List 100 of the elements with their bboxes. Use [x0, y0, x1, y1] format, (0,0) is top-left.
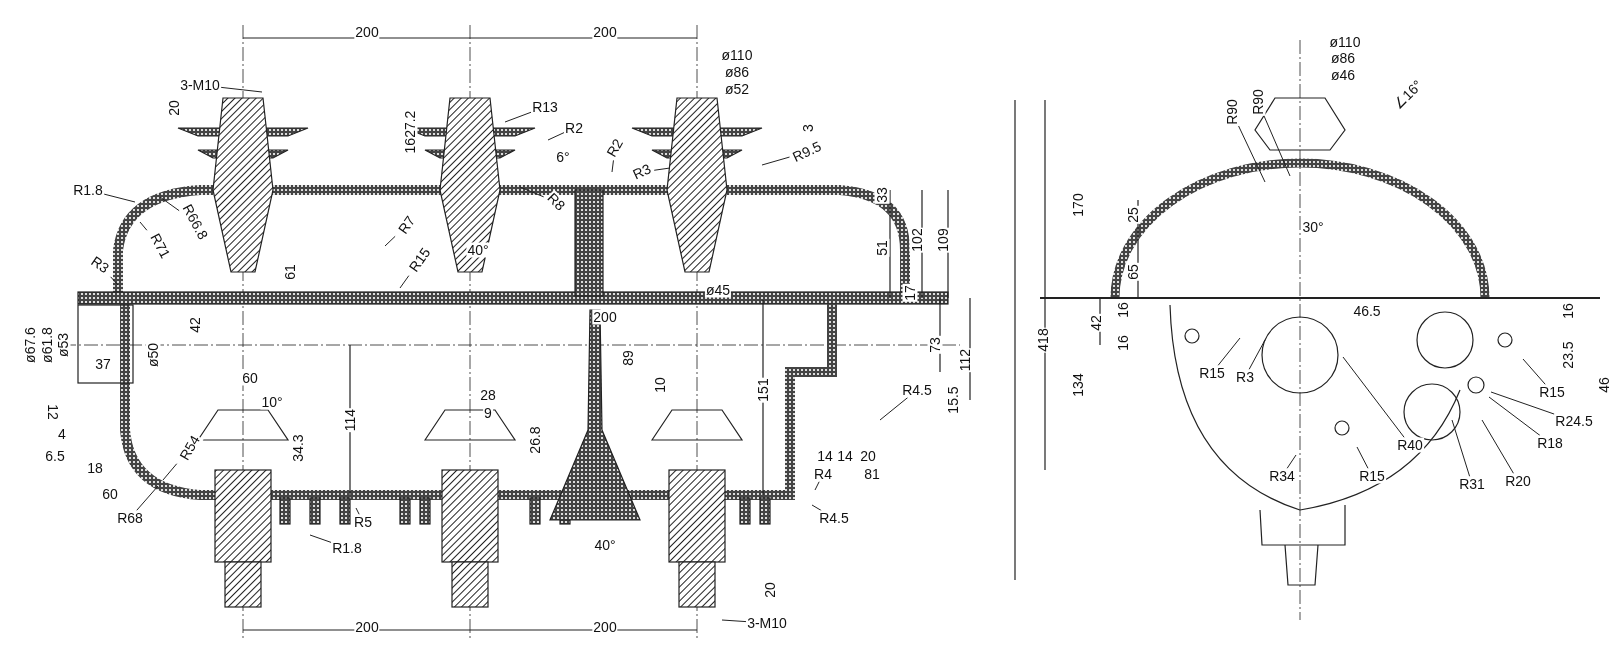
leader-line — [1263, 115, 1291, 177]
dimension-label: 60 — [241, 370, 259, 386]
dimension-label: 26.8 — [527, 425, 543, 455]
dimension-label: 28 — [479, 387, 497, 403]
dimension-label: 46.5 — [1352, 303, 1382, 319]
dimension-label: 3 — [800, 123, 816, 133]
dimension-label: 10 — [652, 376, 668, 394]
dimension-label: ø45 — [704, 282, 732, 298]
dimension-label: 200 — [592, 619, 618, 635]
dimension-label: 30° — [1301, 219, 1325, 235]
dimension-label: 60 — [101, 486, 119, 502]
dimension-label: 4 — [57, 426, 67, 442]
dimension-label: 200 — [592, 309, 618, 325]
dimension-label: 200 — [354, 619, 380, 635]
leader-line — [1286, 454, 1297, 469]
dimension-label: 114 — [342, 407, 358, 433]
leader-line — [103, 193, 136, 203]
radius-callout: R15 — [1358, 468, 1386, 484]
leader-line — [110, 276, 119, 286]
radius-callout: R4.5 — [818, 510, 850, 526]
dimension-label: 51 — [874, 239, 890, 257]
dimension-label: ø46 — [1329, 67, 1357, 83]
dimension-label: 40° — [593, 537, 617, 553]
dimension-label: ø110 — [720, 47, 754, 63]
leader-line — [384, 235, 396, 247]
radius-callout: R68 — [116, 510, 144, 526]
dimension-label: 23.5 — [1560, 340, 1576, 370]
dimension-label: ø52 — [723, 81, 751, 97]
leader-line — [159, 196, 180, 212]
dimension-label: 1627.2 — [402, 109, 418, 155]
radius-callout: R15 — [1198, 365, 1226, 381]
leader-line — [1248, 339, 1266, 370]
dimension-label: 16 — [1115, 334, 1131, 352]
dimension-label: 16 — [1115, 301, 1131, 319]
radius-callout: R1.8 — [331, 540, 363, 556]
radius-callout: R4 — [813, 466, 833, 482]
dimension-label: 42 — [187, 316, 203, 334]
leader-line — [1522, 358, 1546, 385]
dimension-label: 37 — [94, 356, 112, 372]
dimension-label: 89 — [620, 349, 636, 367]
dimension-label: 200 — [354, 24, 380, 40]
dimension-label: 33 — [874, 186, 890, 204]
dimension-label: 20 — [762, 581, 778, 599]
dimension-label: 65 — [1125, 263, 1141, 281]
dimension-label: ø50 — [145, 341, 161, 369]
radius-callout: 3-M10 — [746, 615, 788, 631]
radius-callout: R5 — [353, 514, 373, 530]
radius-callout: R4.5 — [901, 382, 933, 398]
leader-line — [653, 167, 671, 171]
leader-line — [721, 619, 747, 623]
dimension-label: 42 — [1088, 314, 1104, 332]
dimension-label: 6.5 — [44, 448, 66, 464]
leader-line — [1238, 125, 1266, 183]
radius-callout: R2 — [564, 120, 584, 136]
leader-line — [1490, 391, 1555, 415]
radius-callout: R90 — [1224, 98, 1240, 126]
radius-callout: R18 — [1536, 435, 1564, 451]
dimension-label: 6° — [555, 149, 571, 165]
leader-line — [879, 397, 909, 421]
dimension-label: 40° — [466, 242, 490, 258]
radius-callout: R34 — [1268, 468, 1296, 484]
leader-line — [1451, 419, 1471, 477]
radius-callout: R13 — [531, 99, 559, 115]
radius-callout: R24.5 — [1554, 413, 1594, 429]
dimension-label: 73 — [927, 336, 943, 354]
leader-line — [519, 186, 545, 198]
dimension-label: 20 — [166, 99, 182, 117]
radius-callout: R40 — [1396, 437, 1424, 453]
leader-line — [1356, 446, 1369, 469]
dimension-label: 81 — [863, 466, 881, 482]
leader-line — [139, 221, 148, 231]
dimension-label: ø61.8 — [39, 326, 55, 364]
dimension-label: 20 — [859, 448, 877, 464]
dimension-label: 17 — [902, 284, 918, 302]
leader-line — [399, 275, 410, 289]
dimension-label: ø67.6 — [22, 326, 38, 364]
dimension-label: 170 — [1070, 192, 1086, 218]
dimension-label: 18 — [86, 460, 104, 476]
dimension-label: 112 — [957, 347, 973, 373]
leader-line — [761, 156, 790, 166]
radius-callout: 3-M10 — [179, 77, 221, 93]
leader-line — [1342, 356, 1405, 438]
dimension-label: 10° — [260, 394, 284, 410]
leader-line — [811, 504, 822, 511]
radius-callout: R15 — [1538, 384, 1566, 400]
dimension-label: 25 — [1125, 206, 1141, 224]
dimension-label: 109 — [935, 227, 951, 253]
leader-line — [1488, 396, 1541, 436]
leader-line — [1217, 337, 1241, 366]
dimension-label: 102 — [909, 227, 925, 253]
radius-callout: R90 — [1250, 88, 1266, 116]
dimension-label: 46 — [1596, 376, 1612, 394]
dimension-label: 61 — [282, 263, 298, 281]
dimension-label: 14 — [816, 448, 834, 464]
leader-line — [1481, 419, 1515, 474]
dimension-label: 16 — [1560, 302, 1576, 320]
leader-line — [309, 534, 332, 543]
dimension-label: 418 — [1035, 327, 1051, 353]
leader-line — [220, 86, 263, 93]
dimension-label: 14 — [836, 448, 854, 464]
